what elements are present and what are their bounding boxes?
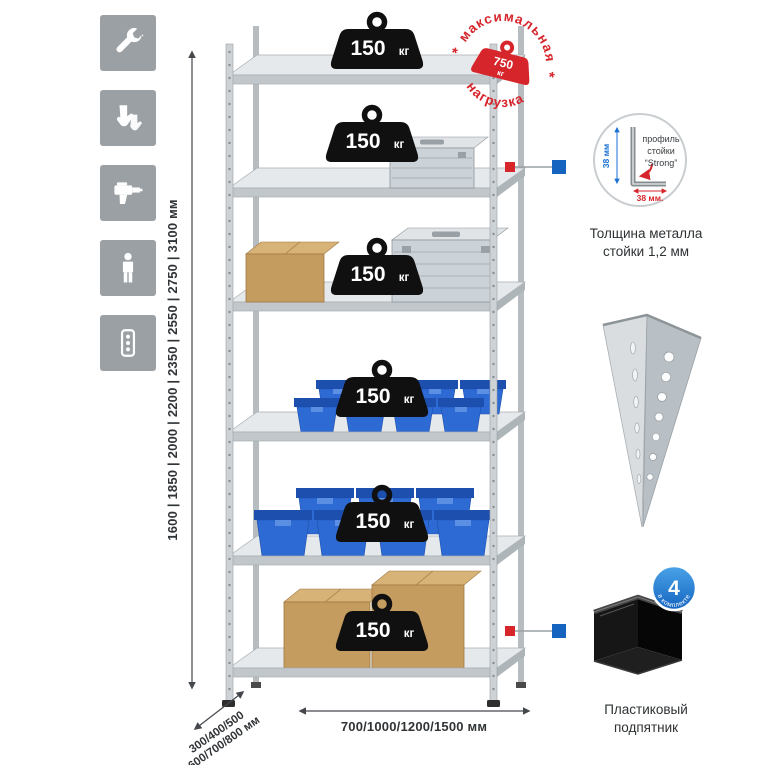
profile-vertical-dim: 38 мм bbox=[601, 144, 611, 168]
shelf-load-badge-3: 150 кг bbox=[331, 241, 423, 296]
stamp-weight-value: 750 bbox=[492, 54, 515, 73]
plastic-foot-image bbox=[593, 594, 683, 675]
shelf-load-unit-3: кг bbox=[399, 272, 410, 284]
profile-horizontal-dim: 38 мм. bbox=[637, 193, 664, 203]
stamp-weight-unit: кг bbox=[496, 68, 505, 78]
shelf-load-value-5: 150 bbox=[355, 510, 390, 533]
post-profile-detail: 38 мм 38 мм. профиль стойки “Strong” bbox=[593, 113, 687, 207]
foot-caption-2: подпятник bbox=[614, 720, 678, 735]
shelf-2 bbox=[227, 167, 527, 198]
shelf-load-badge-6: 150 кг bbox=[336, 597, 428, 652]
shelf-load-value-4: 150 bbox=[355, 385, 390, 408]
shelf-load-unit-2: кг bbox=[394, 139, 405, 151]
shelf-load-unit-1: кг bbox=[399, 46, 410, 58]
wrench-icon bbox=[116, 28, 144, 53]
shelf-load-value-3: 150 bbox=[350, 263, 385, 286]
feature-tile-tools bbox=[100, 15, 156, 71]
drill-icon bbox=[114, 182, 143, 205]
profile-label-3: “Strong” bbox=[645, 158, 678, 168]
profile-caption-2: стойки 1,2 мм bbox=[603, 244, 689, 259]
kit-count-number: 4 bbox=[668, 577, 680, 600]
gloves-icon bbox=[116, 105, 142, 131]
person-icon bbox=[122, 252, 134, 283]
profile-bend-arrow bbox=[638, 163, 653, 181]
feature-tile-power-strip bbox=[100, 315, 156, 371]
aluminum-case-large bbox=[391, 227, 509, 303]
stamp-weight-icon: 750 кг bbox=[471, 40, 530, 86]
cardboard-box-small bbox=[245, 241, 340, 303]
stamp-star-left: * bbox=[449, 44, 459, 62]
height-dimension-label: 1600 | 1850 | 2000 | 2200 | 2350 | 2550 … bbox=[165, 199, 180, 540]
rack-foot-right bbox=[487, 700, 500, 707]
shelf-load-value-1: 150 bbox=[350, 37, 385, 60]
shelf-load-value-2: 150 bbox=[345, 130, 380, 153]
shelf-load-badge-2: 150 кг bbox=[326, 108, 418, 163]
stamp-star-right: * bbox=[546, 69, 556, 87]
profile-label-1: профиль bbox=[642, 134, 680, 144]
foot-caption-1: Пластиковый bbox=[604, 702, 688, 717]
power-strip-icon bbox=[120, 329, 136, 357]
shelf-load-value-6: 150 bbox=[355, 619, 390, 642]
shelf-load-badge-5: 150 кг bbox=[336, 488, 428, 543]
shelf-load-badge-1: 150 кг bbox=[331, 15, 423, 70]
height-dimension: 1600 | 1850 | 2000 | 2200 | 2350 | 2550 … bbox=[165, 50, 196, 690]
shelf-load-unit-6: кг bbox=[404, 628, 415, 640]
feature-tile-drill bbox=[100, 165, 156, 221]
feature-tile-gloves bbox=[100, 90, 156, 146]
shelf-load-unit-5: кг bbox=[404, 519, 415, 531]
rack-post-back-left bbox=[253, 26, 259, 684]
width-dimension-label: 700/1000/1200/1500 мм bbox=[341, 719, 487, 734]
rack-post-back-right bbox=[518, 26, 524, 684]
depth-dimension: 300/400/500 600/700/800 мм bbox=[186, 691, 262, 765]
callout-profile bbox=[505, 160, 566, 174]
width-dimension: 700/1000/1200/1500 мм bbox=[298, 707, 531, 734]
post-angle-image bbox=[602, 313, 702, 528]
kit-count-badge: 4 в комплекте bbox=[650, 564, 698, 612]
shelf-load-badge-4: 150 кг bbox=[336, 363, 428, 418]
profile-caption-1: Толщина металла bbox=[590, 226, 703, 241]
profile-label-2: стойки bbox=[647, 146, 675, 156]
feature-tile-person bbox=[100, 240, 156, 296]
shelf-load-unit-4: кг bbox=[404, 394, 415, 406]
callout-foot bbox=[505, 624, 566, 638]
